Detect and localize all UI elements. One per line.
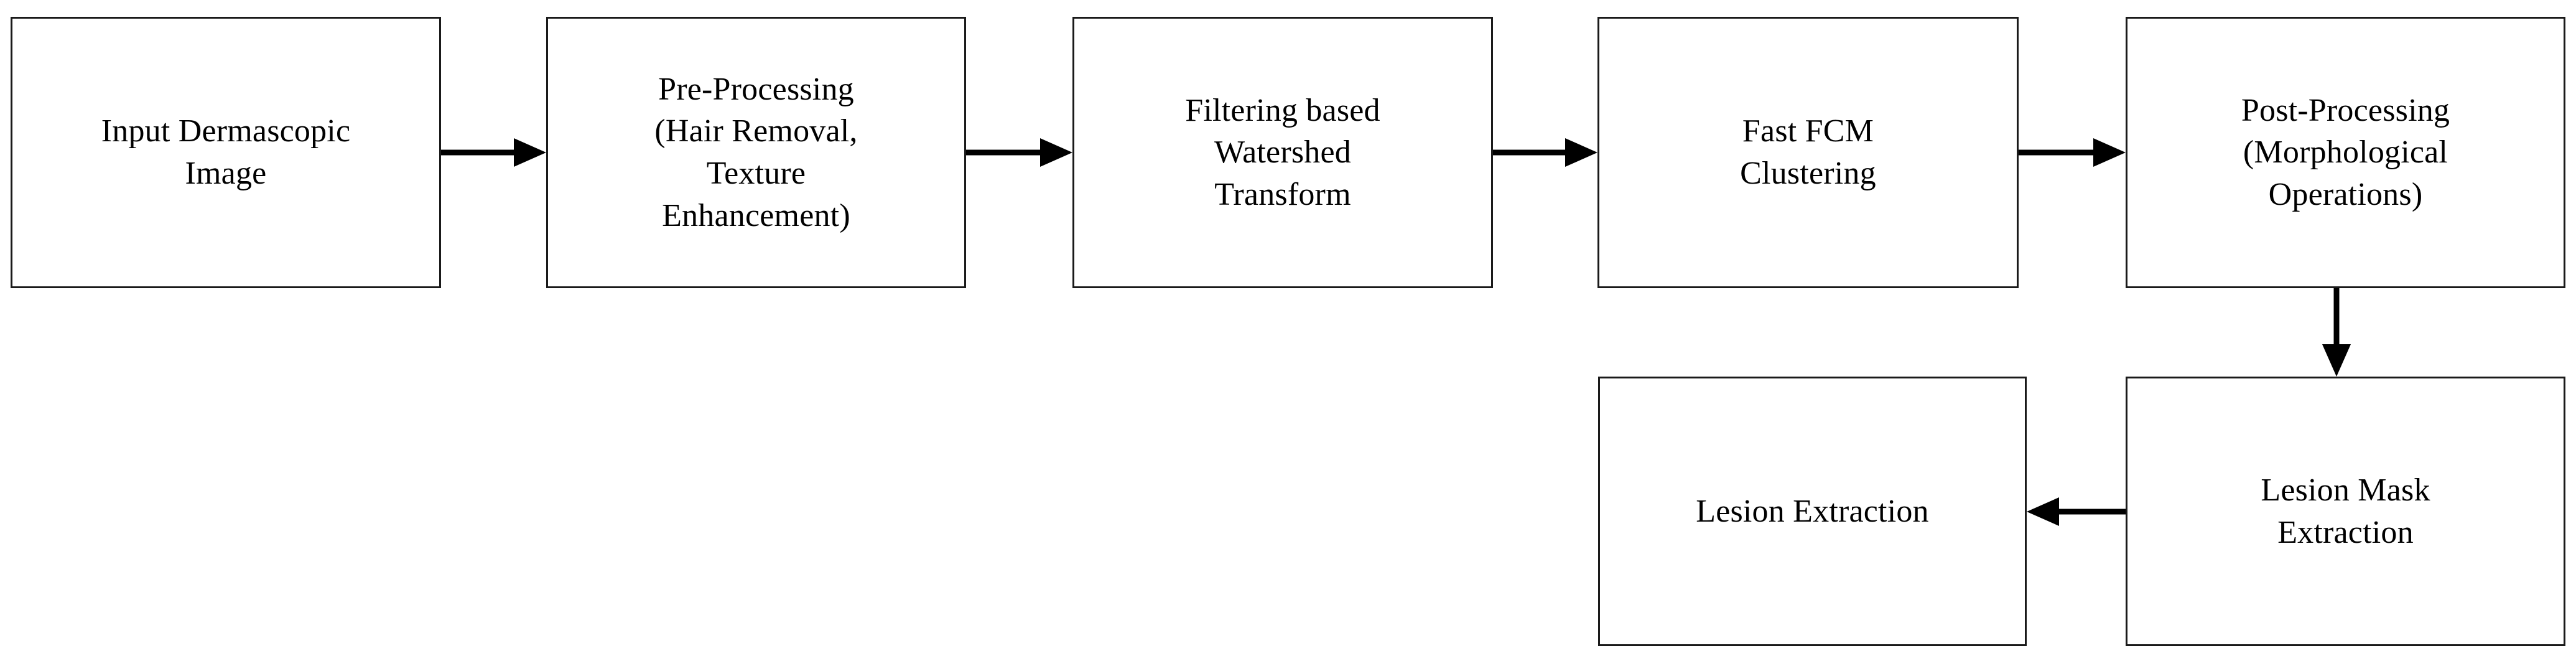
node-label-post-processing: Post-Processing (Morphological Operation… <box>2241 92 2450 212</box>
node-filtering-based-watershed-transform[interactable]: Filtering based Watershed Transform <box>1072 17 1493 288</box>
node-label-pre-processing: Pre-Processing (Hair Removal, Texture En… <box>654 71 858 233</box>
node-fast-fcm-clustering[interactable]: Fast FCM Clustering <box>1597 17 2019 288</box>
arrow-edge-input-to-preprocessing <box>441 138 546 167</box>
arrow-edge-fcm-to-postprocessing <box>2019 138 2126 167</box>
node-input-dermascopic-image[interactable]: Input Dermascopic Image <box>11 17 441 288</box>
node-label-lesion-extraction: Lesion Extraction <box>1696 493 1929 529</box>
node-label-input-dermascopic-image: Input Dermascopic Image <box>101 113 351 191</box>
node-post-processing[interactable]: Post-Processing (Morphological Operation… <box>2126 17 2565 288</box>
node-lesion-extraction[interactable]: Lesion Extraction <box>1598 377 2027 646</box>
node-lesion-mask-extraction[interactable]: Lesion Mask Extraction <box>2126 377 2565 646</box>
node-label-fast-fcm-clustering: Fast FCM Clustering <box>1740 113 1876 191</box>
arrow-edge-watershed-to-fcm <box>1493 138 1597 167</box>
arrow-edge-preprocessing-to-watershed <box>966 138 1072 167</box>
node-pre-processing[interactable]: Pre-Processing (Hair Removal, Texture En… <box>546 17 966 288</box>
arrow-edge-postprocessing-to-lesion-mask <box>2320 288 2353 377</box>
node-label-lesion-mask-extraction: Lesion Mask Extraction <box>2261 472 2430 550</box>
arrow-edge-lesion-mask-to-lesion-extraction <box>2027 497 2126 526</box>
node-label-filtering-based-watershed-transform: Filtering based Watershed Transform <box>1185 92 1380 212</box>
